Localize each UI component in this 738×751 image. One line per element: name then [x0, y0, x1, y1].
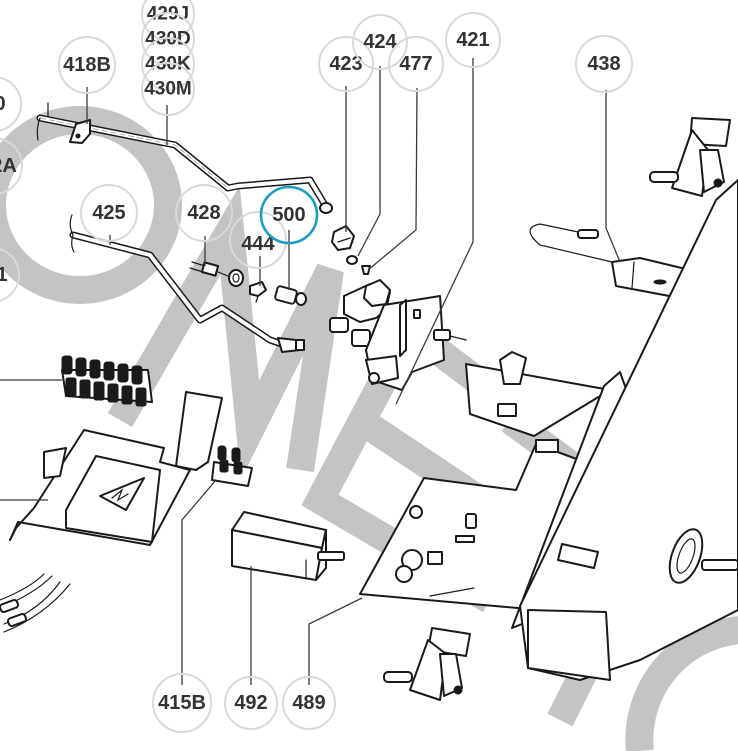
terminal-block-small[interactable] [211, 445, 253, 487]
olive[interactable] [346, 255, 358, 265]
callout-partial-top-left[interactable]: 0 [0, 76, 22, 132]
svg-text:1: 1 [0, 264, 8, 286]
thermocouple-connector[interactable] [189, 261, 229, 277]
callout-partial-mid-left[interactable]: 2A [0, 137, 23, 195]
watermark-letter-o2 [625, 616, 738, 751]
pipe-clamp[interactable] [69, 119, 91, 144]
svg-text:423: 423 [329, 53, 362, 75]
watermark-letter-m [107, 185, 344, 480]
injector[interactable] [274, 285, 307, 306]
callout-428[interactable]: 428 [175, 184, 233, 242]
svg-text:0: 0 [0, 93, 6, 115]
high-voltage-warning-icon [99, 477, 145, 511]
svg-text:418B: 418B [63, 54, 111, 76]
svg-text:428: 428 [187, 202, 220, 224]
nut[interactable] [228, 269, 244, 287]
svg-text:430D: 430D [145, 29, 190, 50]
svg-text:489: 489 [292, 692, 325, 714]
callout-492[interactable]: 492 [224, 676, 278, 730]
callout-partial-low-left[interactable]: 1 [0, 248, 20, 302]
bracket-bottom[interactable] [383, 627, 471, 701]
valve-nut[interactable] [331, 225, 355, 251]
svg-text:430M: 430M [144, 79, 192, 100]
svg-text:492: 492 [234, 692, 267, 714]
injector-holder[interactable] [249, 281, 267, 303]
svg-text:421: 421 [456, 29, 489, 51]
svg-text:500: 500 [272, 204, 305, 226]
ignition-cables[interactable] [0, 573, 71, 633]
watermark-letter-o [0, 106, 182, 304]
callout-489[interactable]: 489 [282, 676, 336, 730]
callout-430D[interactable]: 430D [141, 12, 195, 66]
leader-lines [0, 58, 621, 685]
callout-425[interactable]: 425 [80, 184, 138, 242]
svg-text:477: 477 [399, 53, 432, 75]
callout-421[interactable]: 421 [445, 12, 501, 68]
callout-430M[interactable]: 430M [141, 62, 195, 116]
upper-gas-pipe[interactable] [36, 102, 333, 214]
thermocouple[interactable] [529, 223, 695, 299]
svg-text:2A: 2A [0, 155, 17, 177]
terminal-block-large[interactable] [61, 355, 153, 407]
svg-text:425: 425 [92, 202, 125, 224]
svg-text:444: 444 [241, 233, 275, 255]
svg-text:415B: 415B [158, 692, 206, 714]
callout-424[interactable]: 424 [352, 14, 408, 70]
callout-444[interactable]: 444 [229, 211, 287, 269]
lower-gas-pipe[interactable] [69, 214, 305, 353]
electronic-cover[interactable] [9, 391, 223, 546]
callout-418B[interactable]: 418B [58, 36, 116, 94]
callout-438[interactable]: 438 [575, 35, 633, 93]
front-casing[interactable] [519, 179, 738, 681]
svg-text:438: 438 [587, 53, 620, 75]
micro-switch[interactable] [231, 511, 345, 581]
bracket-upper-right[interactable] [649, 117, 731, 197]
callout-477[interactable]: 477 [388, 36, 444, 92]
gas-valve[interactable] [329, 279, 467, 391]
callout-423[interactable]: 423 [318, 36, 374, 92]
callout-415B[interactable]: 415B [152, 673, 212, 733]
callouts: 429J 430D 430K 430M 418B 423 424 477 [0, 0, 633, 733]
svg-text:424: 424 [363, 31, 397, 53]
callout-500[interactable]: 500 [259, 185, 319, 245]
small-fitting[interactable] [361, 265, 371, 275]
